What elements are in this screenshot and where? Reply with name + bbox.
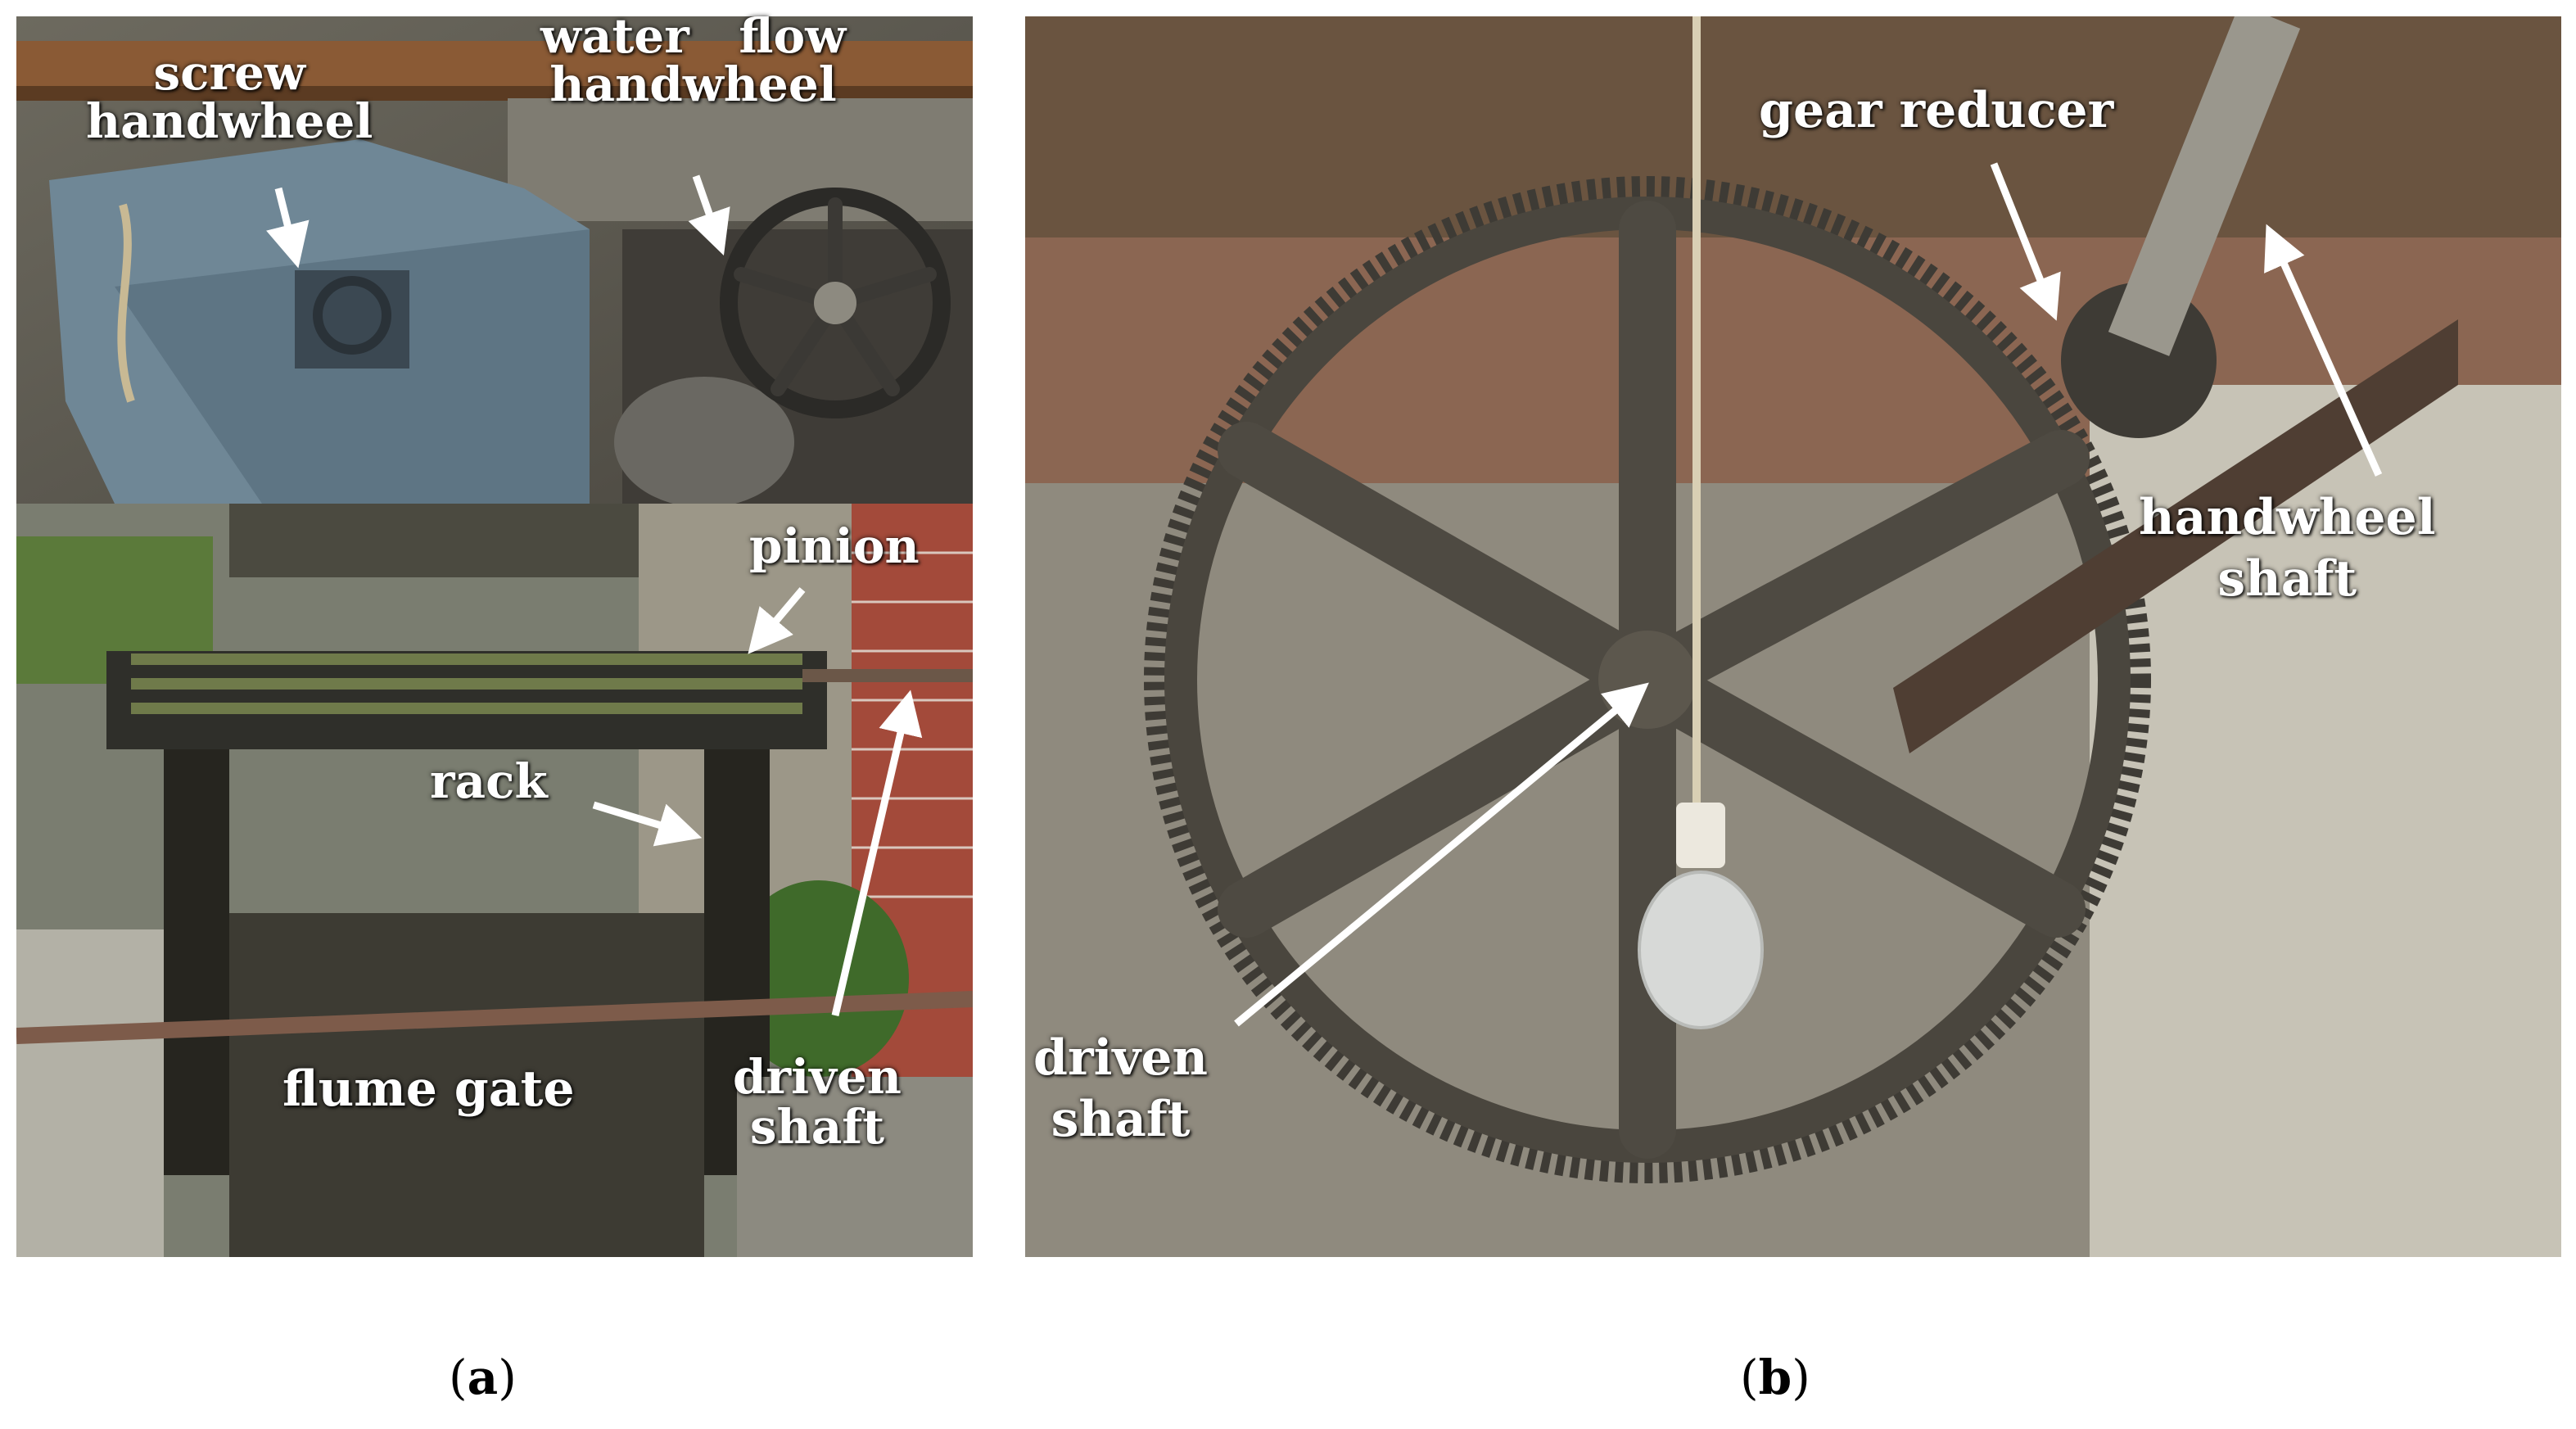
label-water-flow-handwheel: water flow handwheel xyxy=(540,8,847,113)
gear-reducer-photo xyxy=(1025,16,2561,1257)
label-driven-shaft-a: driven shaft xyxy=(733,1049,902,1155)
caption-b-close: ) xyxy=(1792,1350,1810,1405)
panel-b-photo xyxy=(1025,16,2561,1257)
screw-and-flow-handwheel-photo xyxy=(16,16,973,504)
caption-b-letter: b xyxy=(1758,1350,1792,1405)
label-rack: rack xyxy=(430,753,548,809)
label-driven-shaft-b: driven shaft xyxy=(1033,1029,1209,1148)
caption-b: (b) xyxy=(1740,1350,1810,1405)
label-gear-reducer: gear reducer xyxy=(1759,82,2114,139)
label-pinion: pinion xyxy=(749,518,920,574)
label-flume-gate: flume gate xyxy=(282,1060,575,1118)
caption-a-letter: a xyxy=(467,1350,499,1405)
caption-a-close: ) xyxy=(498,1350,517,1405)
panel-a-top-photo xyxy=(16,16,973,504)
caption-a-open: ( xyxy=(449,1350,468,1405)
caption-b-open: ( xyxy=(1740,1350,1759,1405)
label-handwheel-shaft: handwheel shaft xyxy=(2139,489,2436,608)
label-screw-handwheel: screw handwheel xyxy=(86,45,373,150)
caption-a: (a) xyxy=(449,1350,517,1405)
